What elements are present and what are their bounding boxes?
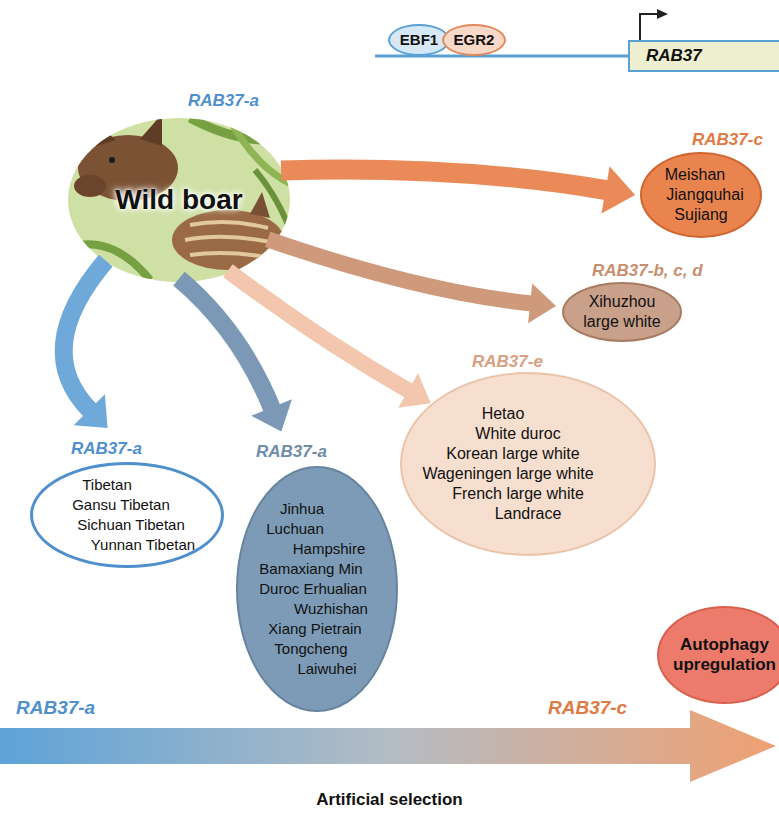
variant-heading: RAB37-c xyxy=(692,130,763,150)
text-line: Yunnan Tibetan xyxy=(89,535,197,555)
selection-arrow xyxy=(281,166,635,213)
text-line: Laiwuhei xyxy=(273,659,381,679)
text-line: Wageningen large white xyxy=(422,464,593,484)
arrowhead xyxy=(601,166,635,213)
arrow-shaft xyxy=(64,261,106,411)
effect-circle: Autophagy upregulation xyxy=(657,606,779,704)
arrowhead xyxy=(74,394,108,428)
promoter-arrow xyxy=(640,14,658,40)
text-line: Autophagy xyxy=(673,635,776,655)
text-line: Gansu Tibetan xyxy=(67,495,175,515)
breed-oval: RAB37-cMeishan Jiangquhai Sujiang xyxy=(640,152,762,238)
breed-list: Tibetan Gansu Tibetan Sichuan Tibetan Yu… xyxy=(73,475,181,555)
text-line: large white xyxy=(583,312,660,332)
source-oval: RAB37-aWild boar xyxy=(68,118,290,282)
variant-heading: RAB37-e xyxy=(472,352,543,372)
text-line: Xiang Pietrain xyxy=(261,619,369,639)
variant-heading: RAB37-a xyxy=(188,91,259,111)
factor-name: EBF1 xyxy=(400,30,438,50)
breed-oval: RAB37-b, c, dXihuzhou large white xyxy=(562,282,682,342)
text-line: Jiangquhai xyxy=(666,185,743,205)
text-line: Korean large white xyxy=(427,444,598,464)
arrow-shaft xyxy=(268,239,532,303)
breed-oval: RAB37-aJinhua Luchuan Hampshire Bamaxian… xyxy=(236,466,398,712)
factor-name: EGR2 xyxy=(454,30,495,50)
gene-name: RAB37 xyxy=(646,46,702,66)
arrowhead xyxy=(251,399,292,431)
text-line: Xihuzhou xyxy=(583,292,660,312)
gradient-start-label: RAB37-a xyxy=(16,697,95,719)
breed-list: Xihuzhou large white xyxy=(583,292,660,332)
breed-list: Hetao White duroc Korean large white Wag… xyxy=(442,404,613,524)
text-line: Sichuan Tibetan xyxy=(77,515,185,535)
text-line: Landrace xyxy=(442,504,613,524)
factor-oval: EBF1 xyxy=(388,24,450,56)
text-line: White duroc xyxy=(432,424,603,444)
text-line: Tibetan xyxy=(53,475,161,495)
axis-label: Artificial selection xyxy=(0,789,779,811)
arrowhead xyxy=(528,283,556,323)
arrow-shaft xyxy=(179,279,272,410)
selection-arrow xyxy=(0,710,776,782)
text-line: Duroc Erhualian xyxy=(259,579,367,599)
text-line: Hampshire xyxy=(275,539,383,559)
selection-arrow xyxy=(64,261,108,428)
promoter-arrowhead xyxy=(657,9,668,19)
breed-list: Jinhua Luchuan Hampshire Bamaxiang Min D… xyxy=(263,499,371,679)
gradient-end-label: RAB37-c xyxy=(548,697,627,719)
variant-heading: RAB37-b, c, d xyxy=(592,261,703,281)
breed-oval: RAB37-aTibetan Gansu Tibetan Sichuan Tib… xyxy=(30,462,224,568)
text-line: French large white xyxy=(432,484,603,504)
text-line: Bamaxiang Min xyxy=(257,559,365,579)
text-line: Luchuan xyxy=(241,519,349,539)
breed-list: Meishan Jiangquhai Sujiang xyxy=(662,165,739,225)
selection-arrow xyxy=(268,239,556,323)
text-line: upregulation xyxy=(673,655,776,675)
text-line: Tongcheng xyxy=(257,639,365,659)
variant-heading: RAB37-a xyxy=(71,439,142,459)
arrowhead xyxy=(398,373,430,408)
breed-oval: RAB37-eHetao White duroc Korean large wh… xyxy=(400,372,656,556)
gene-box: RAB37 xyxy=(628,40,779,72)
text-line: Jinhua xyxy=(248,499,356,519)
text-line: Sujiang xyxy=(662,205,739,225)
source-name: Wild boar xyxy=(115,184,242,216)
text-line: Meishan xyxy=(656,165,733,185)
factor-oval: EGR2 xyxy=(442,24,506,56)
text-line: Hetao xyxy=(417,404,588,424)
variant-heading: RAB37-a xyxy=(256,442,327,462)
arrow-shaft xyxy=(281,170,607,191)
selection-arrow xyxy=(179,279,292,432)
effect-text: Autophagy upregulation xyxy=(673,635,776,675)
text-line: Wuzhishan xyxy=(277,599,385,619)
